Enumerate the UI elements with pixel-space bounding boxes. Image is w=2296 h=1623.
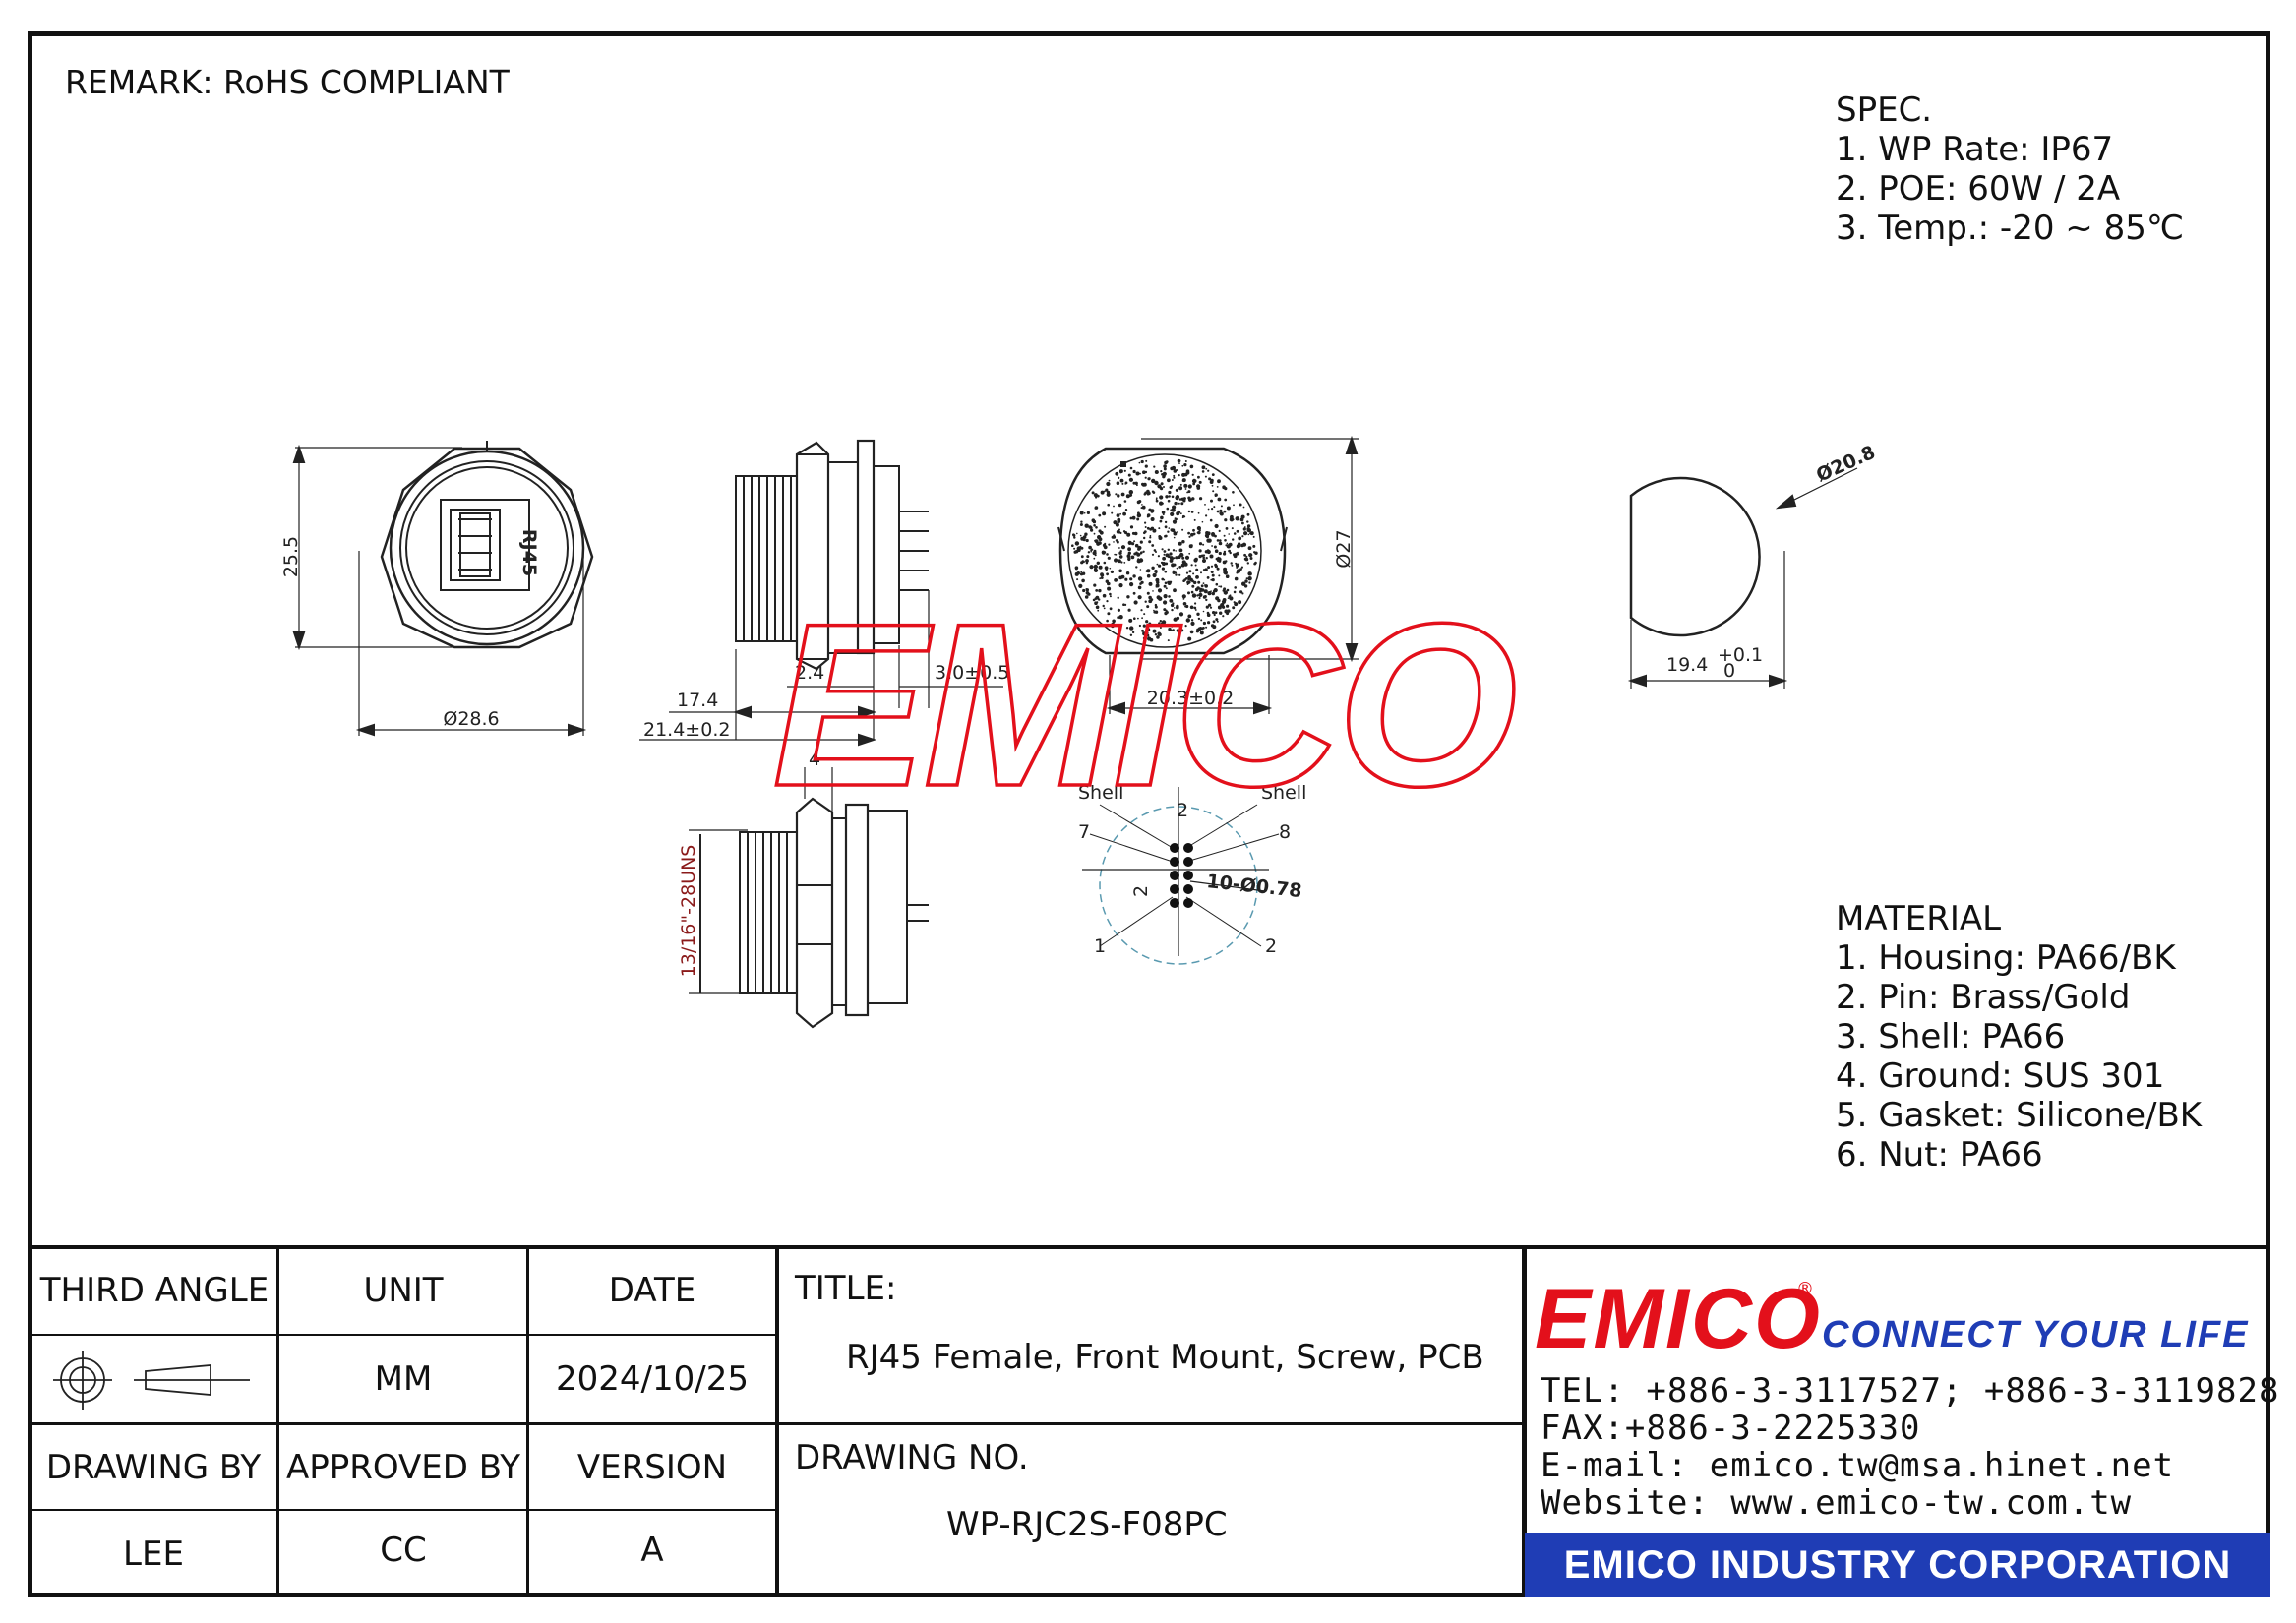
thread-dim: 13/16"-28UNS bbox=[678, 845, 699, 978]
company-tagline: CONNECT YOUR LIFE bbox=[1822, 1314, 2250, 1355]
approved-by-label: APPROVED BY bbox=[285, 1448, 521, 1487]
spec-item: 2. POE: 60W / 2A bbox=[1836, 169, 2121, 209]
company-email: E-mail: emico.tw@msa.hinet.net bbox=[1541, 1446, 2175, 1485]
date-value: 2024/10/25 bbox=[556, 1359, 749, 1399]
thread-view bbox=[689, 767, 929, 1029]
drawing-frame bbox=[28, 31, 2270, 1597]
pin-label: 8 bbox=[1279, 821, 1291, 843]
approved-by-value: CC bbox=[380, 1531, 427, 1570]
nut-thickness-dim: 4 bbox=[809, 749, 820, 770]
spec-title: SPEC. bbox=[1836, 90, 1933, 130]
rear-height-dim: Ø27 bbox=[1333, 529, 1355, 568]
material-item: 3. Shell: PA66 bbox=[1836, 1017, 2066, 1056]
pin-dots bbox=[1170, 843, 1193, 908]
rear-insert-texture bbox=[1071, 458, 1258, 642]
company-website: Website: www.emico-tw.com.tw bbox=[1541, 1483, 2133, 1523]
jack-label: RJ45 bbox=[518, 529, 540, 576]
front-height-dim: 25.5 bbox=[280, 536, 302, 577]
material-title: MATERIAL bbox=[1836, 899, 2002, 938]
version-label: VERSION bbox=[576, 1448, 728, 1487]
title-value: RJ45 Female, Front Mount, Screw, PCB bbox=[846, 1338, 1484, 1377]
side-dim-c: 2.4 bbox=[795, 662, 824, 684]
pin-label: 7 bbox=[1078, 821, 1090, 843]
drawing-no-label: DRAWING NO. bbox=[795, 1438, 1029, 1477]
pin-label: 1 bbox=[1094, 935, 1106, 957]
material-item: 1. Housing: PA66/BK bbox=[1836, 938, 2176, 978]
third-angle-projection-icon bbox=[53, 1351, 250, 1410]
company-fax: FAX:+886-3-2225330 bbox=[1541, 1409, 1921, 1448]
material-item: 6. Nut: PA66 bbox=[1836, 1135, 2043, 1174]
rear-view bbox=[1057, 435, 1359, 715]
date-label: DATE bbox=[608, 1271, 696, 1310]
company-tel: TEL: +886-3-3117527; +886-3-3119828 bbox=[1541, 1371, 2280, 1411]
pin-label: 2 bbox=[1265, 935, 1277, 957]
cutout-tol-plus: +0.1 bbox=[1718, 644, 1763, 666]
cutout-tol-minus: 0 bbox=[1723, 660, 1735, 682]
emico-watermark: EMICO bbox=[772, 575, 1514, 835]
side-dim-a: 17.4 bbox=[677, 690, 718, 711]
spec-item: 3. Temp.: -20 ~ 85℃ bbox=[1836, 209, 2185, 248]
remark: REMARK: RoHS COMPLIANT bbox=[65, 63, 510, 101]
cutout-width-dim: 19.4 bbox=[1666, 654, 1708, 676]
side-dim-d: 3.0±0.5 bbox=[935, 662, 1009, 684]
drawing-by-label: DRAWING BY bbox=[45, 1448, 262, 1487]
company-name-bar: EMICO INDUSTRY CORPORATION bbox=[1525, 1533, 2270, 1597]
cutout-diameter-dim: Ø20.8 bbox=[1813, 442, 1879, 487]
material-item: 4. Ground: SUS 301 bbox=[1836, 1056, 2165, 1096]
third-angle-label: THIRD ANGLE bbox=[39, 1271, 270, 1310]
pin-holes-dim: 10-Ø0.78 bbox=[1205, 871, 1302, 902]
rear-width-dim: 20.3±0.2 bbox=[1147, 688, 1234, 709]
pin-label: 2 bbox=[1177, 800, 1188, 821]
panel-cutout-view bbox=[1627, 467, 1858, 689]
pin-shell-right: Shell bbox=[1261, 782, 1306, 804]
spec-item: 1. WP Rate: IP67 bbox=[1836, 130, 2114, 169]
front-diameter-dim: Ø28.6 bbox=[443, 708, 499, 730]
side-view bbox=[639, 439, 1003, 747]
pin-layout bbox=[1082, 787, 1280, 965]
unit-label: UNIT bbox=[363, 1271, 444, 1310]
title-label: TITLE: bbox=[795, 1269, 897, 1308]
pin-label: 2 bbox=[1130, 885, 1152, 897]
drawing-by-value: LEE bbox=[123, 1534, 184, 1574]
side-dim-b: 21.4±0.2 bbox=[643, 719, 730, 741]
front-view bbox=[292, 441, 594, 737]
company-logo: EMICO bbox=[1535, 1272, 1822, 1366]
material-item: 5. Gasket: Silicone/BK bbox=[1836, 1096, 2203, 1135]
unit-value: MM bbox=[374, 1359, 433, 1399]
drawing-no-value: WP-RJC2S-F08PC bbox=[946, 1505, 1228, 1544]
pin-shell-left: Shell bbox=[1078, 782, 1123, 804]
version-value: A bbox=[640, 1531, 664, 1570]
registered-mark: ® bbox=[1796, 1279, 1814, 1299]
material-item: 2. Pin: Brass/Gold bbox=[1836, 978, 2131, 1017]
